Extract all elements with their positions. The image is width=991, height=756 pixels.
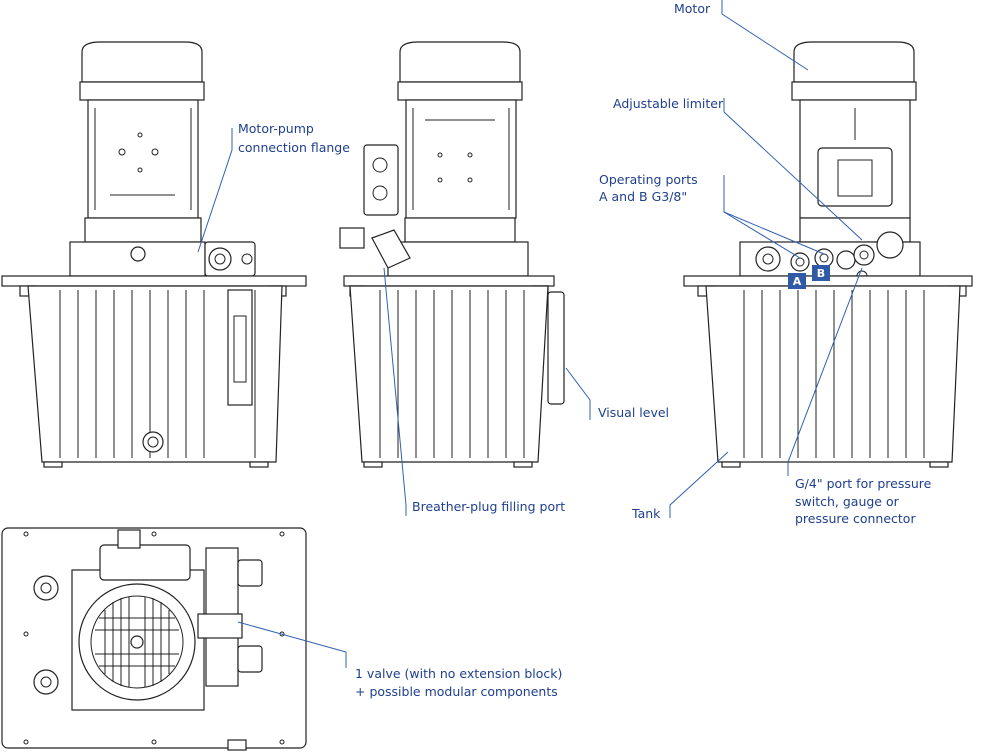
tank	[349, 285, 549, 463]
label-motor-pump-2: connection flange	[238, 140, 350, 155]
valve-leader	[237, 621, 347, 668]
tank-leader	[669, 451, 729, 518]
port-a-badge	[788, 273, 806, 289]
motor-body	[405, 99, 517, 219]
motor-fan-cover	[793, 41, 915, 83]
motor-fan-cover	[81, 41, 203, 83]
label-operating-ports-2: A and B G3/8"	[599, 189, 687, 204]
label-adjustable-limiter: Adjustable limiter	[613, 96, 724, 111]
label-valve-1: 1 valve (with no extension block)	[355, 666, 562, 681]
motor-body	[87, 99, 199, 219]
label-motor: Motor	[674, 1, 711, 16]
limiter-leader	[723, 98, 863, 241]
limiter-fitting	[836, 250, 856, 270]
fill-port-upper	[33, 575, 59, 601]
side-fitting-port	[208, 247, 232, 271]
fitting-left	[755, 246, 781, 272]
label-g4-port-1: G/4" port for pressure	[795, 476, 932, 491]
solenoid-b	[237, 645, 263, 673]
label-g4-port-2: switch, gauge or	[795, 494, 900, 509]
labels: Motor Adjustable limiter Operating ports…	[238, 1, 932, 699]
side-view-middle	[339, 41, 565, 468]
port-a	[790, 252, 810, 272]
label-valve-2: + possible modular components	[355, 684, 558, 699]
port-b-badge	[812, 265, 830, 281]
adjustable-limiter-knob	[876, 231, 904, 259]
motor-leader	[721, 0, 809, 71]
level-gauge	[227, 289, 253, 406]
tank	[27, 285, 283, 463]
flange-leader	[197, 128, 233, 253]
solenoid-a	[237, 559, 263, 587]
tank	[705, 285, 961, 463]
level-gauge-side	[547, 291, 565, 405]
port-b-badge-text: B	[817, 267, 825, 280]
valve-solenoid	[363, 144, 399, 216]
g4-leader	[787, 267, 863, 476]
terminal-box	[817, 147, 893, 207]
label-operating-ports-1: Operating ports	[599, 172, 698, 187]
base-plate	[343, 275, 555, 287]
level-leader	[565, 367, 591, 420]
label-g4-port-3: pressure connector	[795, 511, 916, 526]
leader-lines	[197, 0, 863, 668]
terminal-box-top	[99, 544, 191, 581]
front-view-left	[1, 41, 307, 468]
breather-leader	[383, 267, 407, 516]
label-tank: Tank	[631, 506, 661, 521]
label-breather-plug: Breather-plug filling port	[412, 499, 565, 514]
front-view-right: A B	[683, 41, 973, 468]
top-view	[1, 527, 307, 751]
drain-plug	[142, 431, 164, 453]
flange-upper	[84, 217, 202, 243]
breather-plug	[371, 229, 411, 269]
fill-port-lower	[33, 669, 59, 695]
port-a-badge-text: A	[793, 275, 802, 288]
label-visual-level: Visual level	[598, 405, 669, 420]
port-b-leader	[723, 211, 825, 255]
label-motor-pump-1: Motor-pump	[238, 121, 314, 136]
motor-band	[79, 81, 205, 101]
gauge-port	[853, 244, 875, 266]
flange-port	[130, 246, 146, 262]
motor-fan-cover	[399, 41, 521, 83]
base-plate	[1, 275, 307, 287]
